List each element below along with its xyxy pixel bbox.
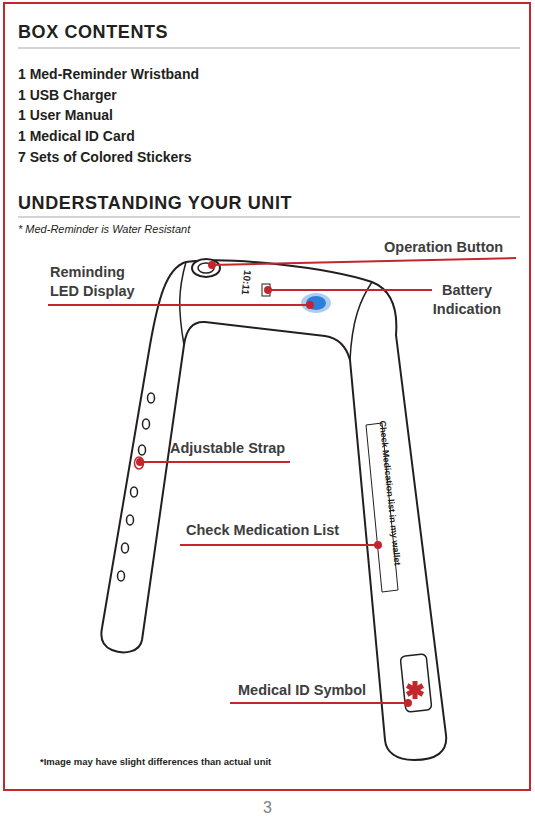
callout-label: Battery Indication [412,281,522,319]
callout-label: Reminding LED Display [50,263,145,301]
callout-label: Medical ID Symbol [238,682,366,698]
section-heading: UNDERSTANDING YOUR UNIT [18,193,292,214]
wristband-outline [101,260,446,760]
callout-label: Operation Button [384,239,503,255]
list-item: 1 Medical ID Card [18,128,135,144]
list-item: 1 User Manual [18,107,113,123]
band-edge [180,262,186,345]
heading-rule [18,48,520,49]
band-edge [350,282,372,360]
strap-holes [118,393,155,581]
list-item: 7 Sets of Colored Stickers [18,149,192,165]
heading-rule [18,217,520,218]
caption: *Image may have slight differences than … [40,756,271,767]
medical-id-plate [400,654,432,712]
callout-label: Check Medication List [186,522,339,538]
operation-button [198,263,214,273]
page-border [4,3,530,790]
leader-lines [48,258,516,706]
page-number: 3 [0,799,535,817]
led-glow [301,293,331,313]
callout-label: Adjustable Strap [170,440,285,456]
list-item: 1 USB Charger [18,87,117,103]
operation-button [192,259,220,277]
medical-id-symbol [406,681,424,699]
section-heading: BOX CONTENTS [18,22,168,43]
list-item: 1 Med-Reminder Wristband [18,66,199,82]
battery-icon [262,284,270,296]
note: * Med-Reminder is Water Resistant [18,223,190,235]
led-light [306,296,326,310]
